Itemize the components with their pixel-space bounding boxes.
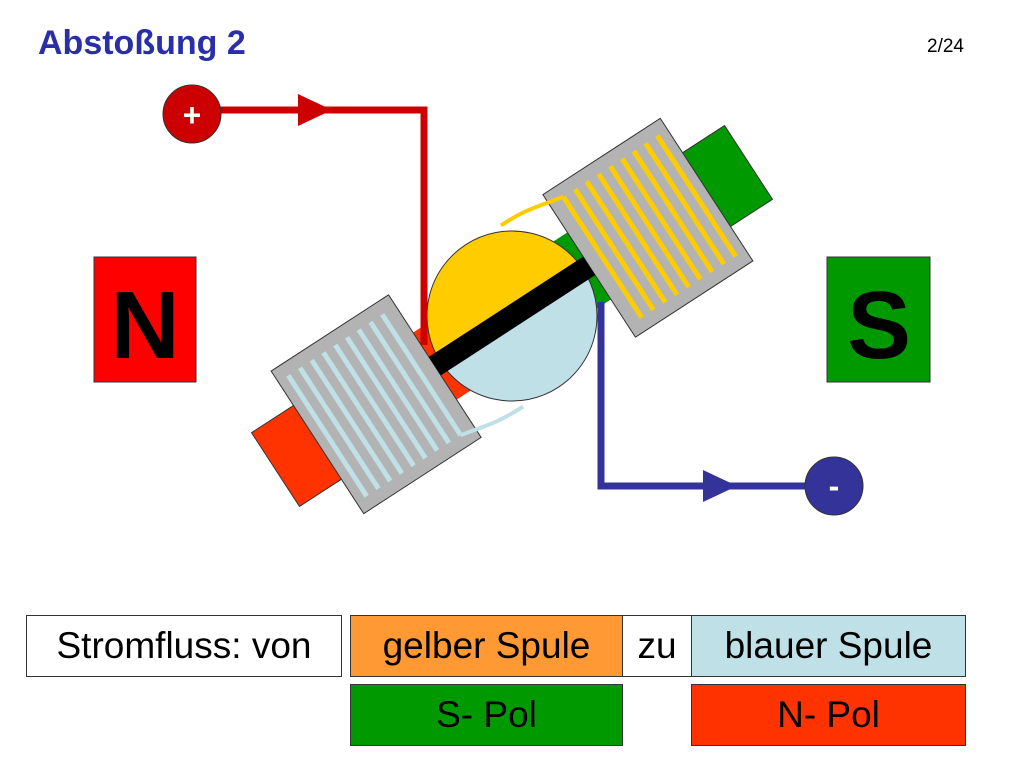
to-pole-label: N- Pol bbox=[691, 684, 966, 746]
minus-wire bbox=[597, 302, 833, 490]
from-pole-label: S- Pol bbox=[350, 684, 623, 746]
plus-wire bbox=[192, 106, 428, 345]
minus-terminal bbox=[804, 456, 864, 516]
blue-coil-lead bbox=[459, 404, 525, 438]
magnet-north-label: N bbox=[110, 272, 179, 379]
page-number: 2/24 bbox=[927, 36, 964, 57]
to-coil-label: blauer Spule bbox=[691, 615, 966, 677]
minus-wire-arrow bbox=[703, 470, 737, 502]
from-coil-label: gelber Spule bbox=[350, 615, 623, 677]
magnet-south-label: S bbox=[847, 272, 911, 379]
blue-coil-windings bbox=[286, 313, 463, 498]
connector-label: zu bbox=[623, 615, 691, 677]
plus-terminal bbox=[162, 84, 222, 144]
commutator-blue-half bbox=[440, 269, 598, 402]
yellow-coil-windings bbox=[561, 134, 738, 319]
plus-wire-arrow bbox=[298, 94, 332, 126]
yellow-coil-lead bbox=[499, 194, 565, 228]
commutator-gap bbox=[428, 256, 596, 376]
magnet-north bbox=[93, 256, 197, 383]
minus-terminal-label: - bbox=[829, 468, 840, 504]
rotor bbox=[250, 117, 774, 515]
magnet-south bbox=[826, 256, 931, 383]
slide-title: Abstoßung 2 bbox=[38, 24, 246, 62]
current-flow-label: Stromfluss: von bbox=[26, 615, 342, 677]
plus-terminal-label: + bbox=[183, 97, 202, 133]
